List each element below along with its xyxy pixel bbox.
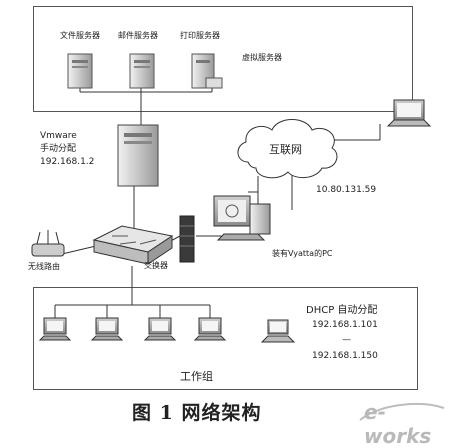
switch-icon [92, 225, 174, 265]
mail-server-label: 邮件服务器 [118, 31, 158, 40]
virtual-servers-label: 虚拟服务器 [242, 53, 282, 62]
virtual-servers-box [33, 6, 413, 112]
router-label: 无线路由 [28, 262, 60, 271]
dhcp-title-label: DHCP 自动分配 [306, 305, 378, 316]
host-ip-label: 192.168.1.2 [40, 157, 95, 167]
internet-label: 互联网 [269, 143, 302, 156]
e-works-logo-icon [359, 403, 445, 421]
internet-cloud-icon [237, 119, 338, 179]
workgroup-pc-icon [90, 317, 124, 341]
dhcp-dash-label: — [342, 335, 351, 345]
firewall-icon [179, 215, 195, 263]
dhcp-range-end-label: 192.168.1.150 [312, 351, 378, 361]
network-diagram [31, 53, 445, 421]
print-server-label: 打印服务器 [180, 31, 220, 40]
vyatta-pc-label: 装有Vyatta的PC [272, 249, 333, 258]
internet-ip-label: 10.80.131.59 [316, 185, 377, 195]
vmware-host-server-icon [117, 124, 159, 187]
connection-lines [54, 88, 381, 318]
mail-server-icon [129, 53, 155, 89]
workgroup-pc-icon [143, 317, 177, 341]
print-server-icon [191, 53, 223, 89]
wireless-router-icon [31, 230, 65, 257]
workgroup-pc-icon [38, 317, 72, 341]
e-works-watermark: e-works [364, 400, 432, 448]
file-server-icon [67, 53, 93, 89]
file-server-label: 文件服务器 [60, 31, 100, 40]
host-mode-label: 手动分配 [40, 144, 77, 154]
switch-label: 交换器 [144, 261, 168, 270]
workgroup-label: 工作组 [180, 370, 213, 383]
workgroup-laptop-icon [260, 319, 296, 343]
figure-caption: 图 1 网络架构 [132, 402, 262, 424]
dhcp-range-start-label: 192.168.1.101 [312, 320, 378, 330]
workgroup-pc-icon [193, 317, 227, 341]
vyatta-pc-icon [213, 195, 271, 241]
remote-laptop-icon [386, 99, 432, 127]
host-product-label: Vmware [40, 131, 77, 141]
